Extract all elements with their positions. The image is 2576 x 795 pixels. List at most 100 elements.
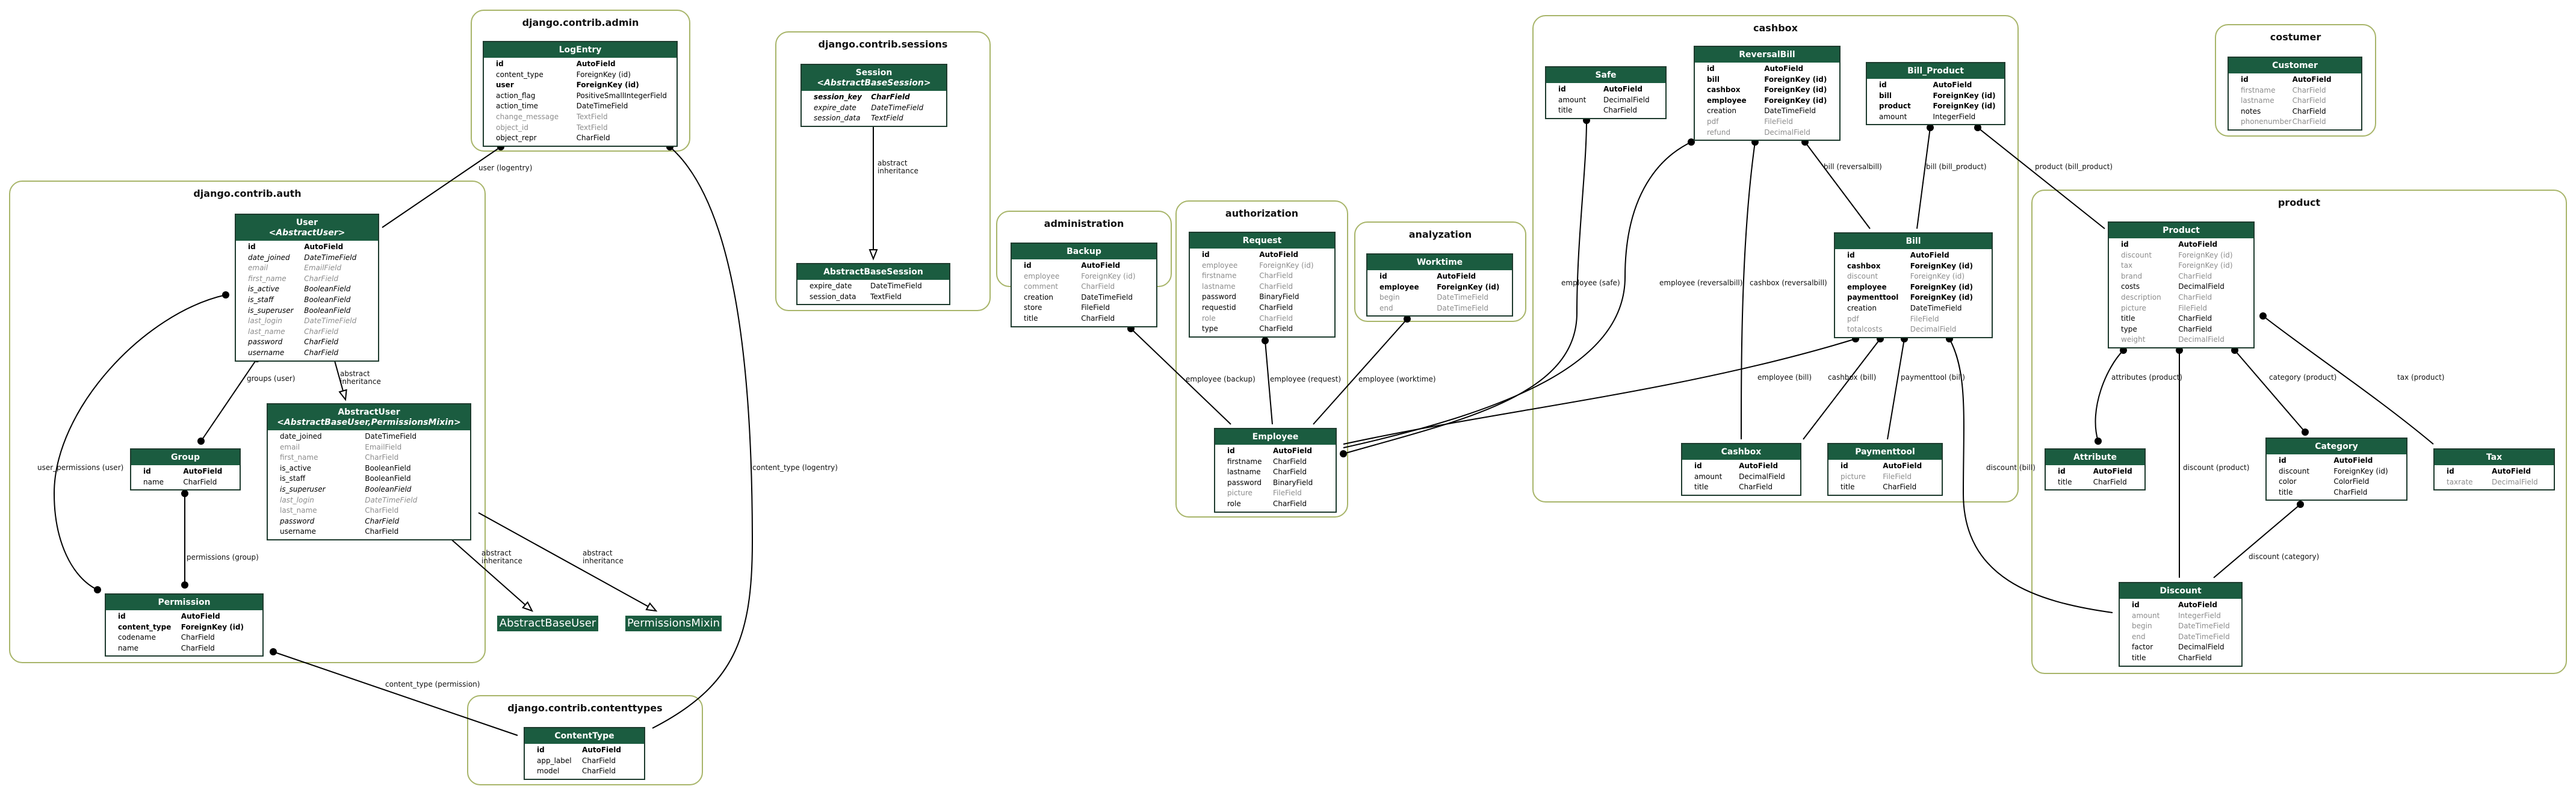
field-name: end [1379,303,1393,312]
field-type: CharField [1259,314,1293,323]
model-abstractuser[interactable]: AbstractUser<AbstractBaseUser,Permission… [267,403,471,540]
field-name: id [2132,601,2140,609]
field-name: id [2121,240,2129,249]
field-name: weight [2121,335,2146,344]
field-type: DateTimeField [871,103,924,112]
field-name: id [1707,64,1715,73]
field-type: AutoField [1933,81,1972,89]
field-type: AutoField [1603,85,1643,93]
edge-label-tax-product: tax (product) [2397,373,2445,382]
model-title: Category [2315,442,2358,451]
field-type: CharField [181,643,215,652]
model-title: AbstractBaseSession [823,267,923,277]
field-type: CharField [2292,117,2326,126]
model-title: AbstractUser [338,407,400,417]
field-name: last_name [248,327,285,336]
field-name: creation [1024,292,1053,302]
field-name: email [280,442,300,451]
field-name: id [1379,272,1387,280]
field-type: ForeignKey (id) [1764,96,1827,105]
edge-abstractuser-abu [448,536,533,611]
field-row: id AutoField [2109,240,2253,250]
field-type: AutoField [1910,251,1949,259]
field-type: DateTimeField [365,432,417,441]
field-name: id [2447,467,2454,475]
edge-label-employee-backup: employee (backup) [1186,375,1255,383]
field-name: color [2279,477,2297,486]
field-name: action_time [496,102,539,111]
field-type: DateTimeField [365,495,418,504]
field-name: discount [2279,466,2310,475]
model-header: Discount [2120,583,2241,599]
field-type: BooleanField [304,295,351,304]
field-name: pdf [1707,117,1719,126]
cluster-sessions: django.contrib.sessions [775,31,991,311]
field-name: title [2058,477,2072,486]
ghost-abstractbaseuser[interactable]: AbstractBaseUser [497,616,598,631]
cluster-title: authorization [1225,208,1299,219]
field-type: ForeignKey (id) [576,70,631,79]
edge-label-content-type-logentry: content_type (logentry) [752,463,838,472]
field-name: lastname [1227,468,1261,477]
field-type: CharField [582,767,616,776]
ghost-permissionsmixin[interactable]: PermissionsMixin [625,616,722,631]
field-name: id [2241,75,2249,84]
field-type: AutoField [2178,240,2218,249]
field-name: is_staff [248,295,274,304]
edge-endpoint-dot [1340,450,1347,457]
edge-endpoint-dot [181,490,188,497]
field-type: EmailField [304,264,342,273]
